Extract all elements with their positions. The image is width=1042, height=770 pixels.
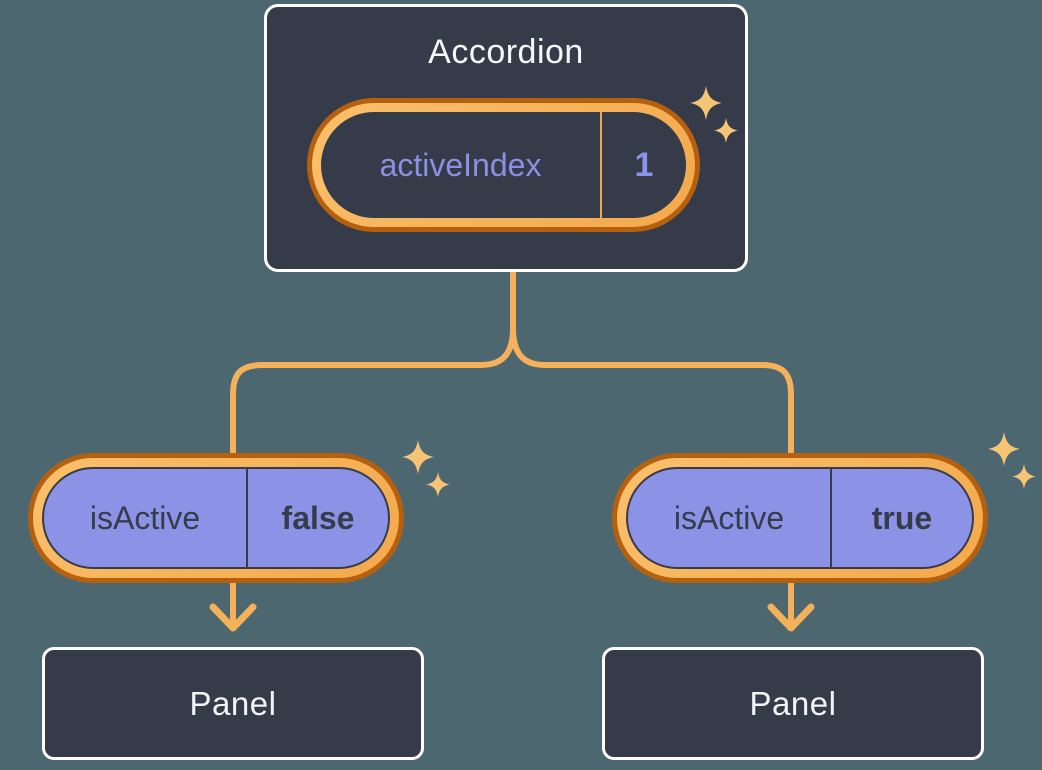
state-pill-activeindex: activeIndex 1	[307, 98, 700, 232]
pill-divider	[830, 469, 832, 567]
pill-divider	[246, 469, 248, 567]
pill-divider	[600, 112, 602, 218]
state-pill-label: activeIndex	[379, 146, 542, 183]
arrow-down-icon	[209, 577, 257, 632]
panel-component-box: Panel	[42, 647, 424, 760]
arrow-down-icon	[767, 577, 815, 632]
prop-pill-label: isActive	[89, 499, 201, 536]
sparkle-icon	[988, 432, 1036, 489]
prop-pill-isactive-true: isActive true	[612, 453, 988, 583]
prop-pill-isactive-false: isActive false	[28, 453, 404, 583]
prop-pill-value: false	[281, 499, 355, 536]
state-pill-value: 1	[634, 145, 654, 184]
prop-pill-label: isActive	[673, 499, 785, 536]
prop-pill-value: true	[871, 499, 933, 536]
panel-title: Panel	[189, 684, 277, 722]
panel-component-box: Panel	[602, 647, 984, 760]
accordion-title: Accordion	[428, 33, 584, 71]
panel-title: Panel	[749, 684, 837, 722]
sparkle-icon	[402, 440, 450, 497]
